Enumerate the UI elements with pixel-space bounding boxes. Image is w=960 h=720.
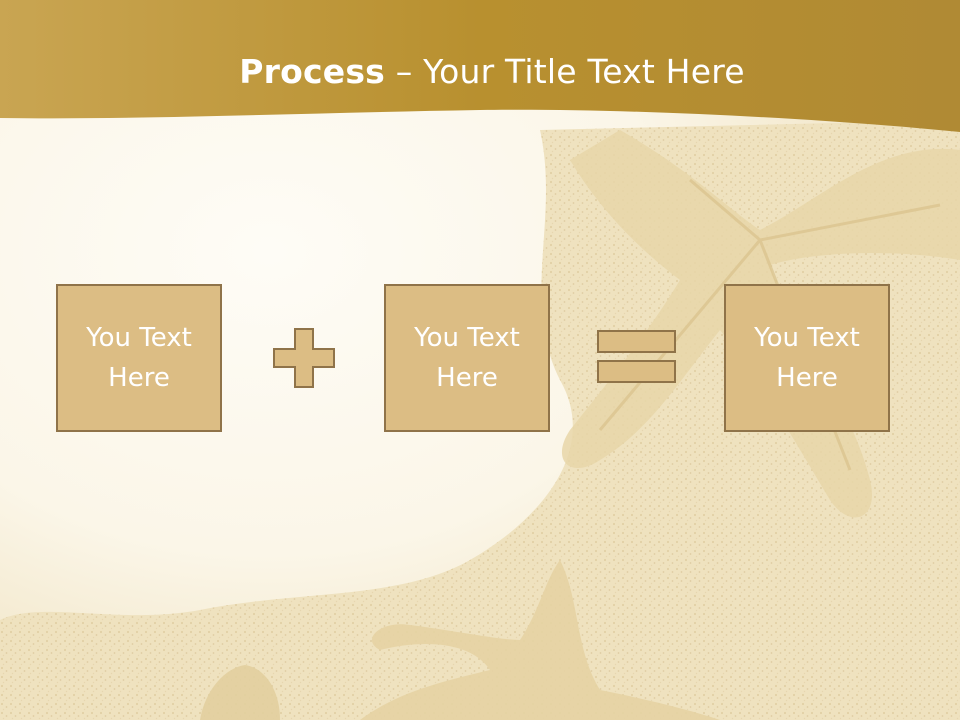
process-box-2[interactable]: You Text Here bbox=[384, 284, 550, 432]
equals-icon bbox=[597, 330, 676, 383]
title-bold-part: Process bbox=[239, 52, 386, 91]
process-box-3-text: You Text Here bbox=[754, 323, 860, 393]
process-box-3[interactable]: You Text Here bbox=[724, 284, 890, 432]
process-box-2-text: You Text Here bbox=[414, 323, 520, 393]
process-box-1-text: You Text Here bbox=[86, 323, 192, 393]
title-rest-part: – Your Title Text Here bbox=[385, 52, 745, 91]
slide-title: Process – Your Title Text Here bbox=[0, 52, 960, 91]
process-box-1[interactable]: You Text Here bbox=[56, 284, 222, 432]
plus-icon bbox=[273, 328, 335, 388]
